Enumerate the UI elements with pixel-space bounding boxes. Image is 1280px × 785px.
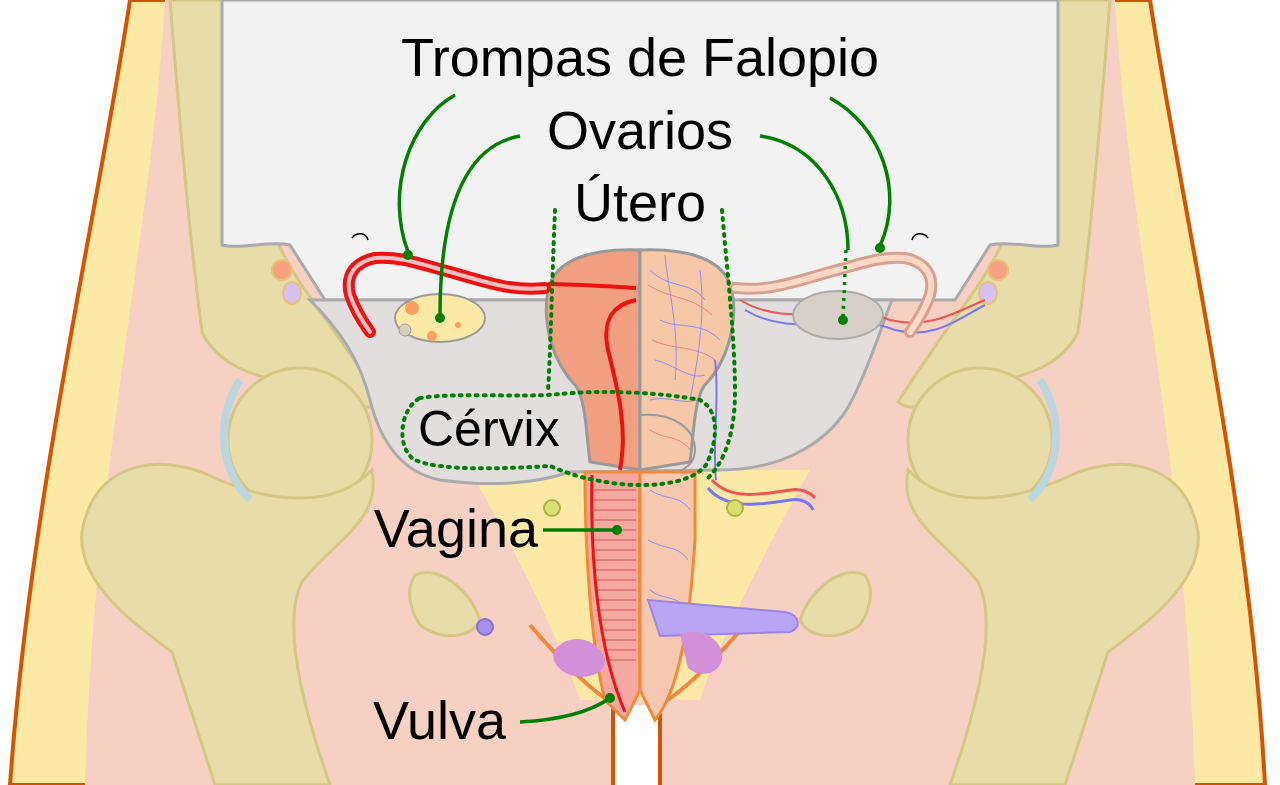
leader-dots-part <box>838 315 848 325</box>
bladder-urethra-part <box>727 500 743 516</box>
vagina-part <box>648 490 690 606</box>
uterus-part-part <box>648 285 715 450</box>
pelvic-bones-part-part <box>410 573 480 636</box>
dotted-outline <box>548 210 735 478</box>
leader-dots <box>403 243 885 703</box>
ovaries-part <box>399 324 411 336</box>
leader-dots-part <box>875 243 885 253</box>
fallopian-tubes-part <box>352 234 928 240</box>
pelvic-bones-part-part <box>224 380 250 500</box>
uterus-part-part <box>665 255 702 400</box>
uterus-part <box>650 255 720 401</box>
uterus-part <box>548 284 636 470</box>
leader-lines-part <box>543 528 616 532</box>
body-outline <box>10 0 1265 785</box>
leader-lines <box>399 95 890 722</box>
part-label: Trompas de Falopio <box>401 26 879 88</box>
pelvic-bones <box>82 0 1199 785</box>
vagina-part <box>592 475 625 712</box>
leader-lines-part <box>830 98 890 246</box>
uterus-part <box>546 250 640 470</box>
ovaries <box>395 291 883 342</box>
part-label: Vagina <box>374 497 538 559</box>
leader-dots-part <box>612 525 622 535</box>
ovaries-part <box>455 322 461 328</box>
vagina-part-part <box>594 490 636 660</box>
vagina-part <box>640 472 695 720</box>
leader-dots-part <box>403 250 413 260</box>
pelvic-bones-part-part <box>272 260 292 280</box>
bladder-urethra-part <box>680 632 722 674</box>
leader-lines-part <box>760 136 848 250</box>
pelvic-bones-part-part <box>82 465 374 785</box>
leader-lines-part <box>843 250 846 318</box>
ovaries-part <box>405 301 419 315</box>
ovaries-part <box>427 331 437 341</box>
vagina-part <box>585 472 640 720</box>
leader-lines-part <box>520 698 610 722</box>
vagina-part-part <box>648 490 690 606</box>
uterus-part <box>640 250 734 470</box>
bladder-urethra-part <box>648 600 798 636</box>
organ-label: Cérvix <box>418 401 560 459</box>
leader-dots-part <box>435 313 445 323</box>
organ-label: Útero <box>574 171 706 233</box>
bladder-urethra-part <box>544 500 560 516</box>
vagina <box>585 472 695 720</box>
vessels-part <box>712 480 815 498</box>
leader-lines-part <box>440 136 520 316</box>
uterus-part-part <box>650 270 720 401</box>
vagina-part <box>594 490 636 660</box>
part-label: Vulva <box>373 689 506 751</box>
ovaries-part <box>793 291 883 339</box>
leader-dots-part <box>605 693 615 703</box>
uterus-part <box>648 285 715 450</box>
cervix-outline: Cérvix <box>395 385 720 495</box>
fallopian-tubes <box>349 234 932 332</box>
pelvic-bones-part-part <box>283 282 301 304</box>
part-label: Ovarios <box>547 99 733 161</box>
body-outline-part <box>10 0 1265 785</box>
bladder-urethra-part <box>553 639 605 677</box>
vessels-part <box>708 488 813 510</box>
dotted-outline <box>402 392 715 485</box>
uterus <box>546 250 733 478</box>
bladder-urethra-part <box>477 619 493 635</box>
